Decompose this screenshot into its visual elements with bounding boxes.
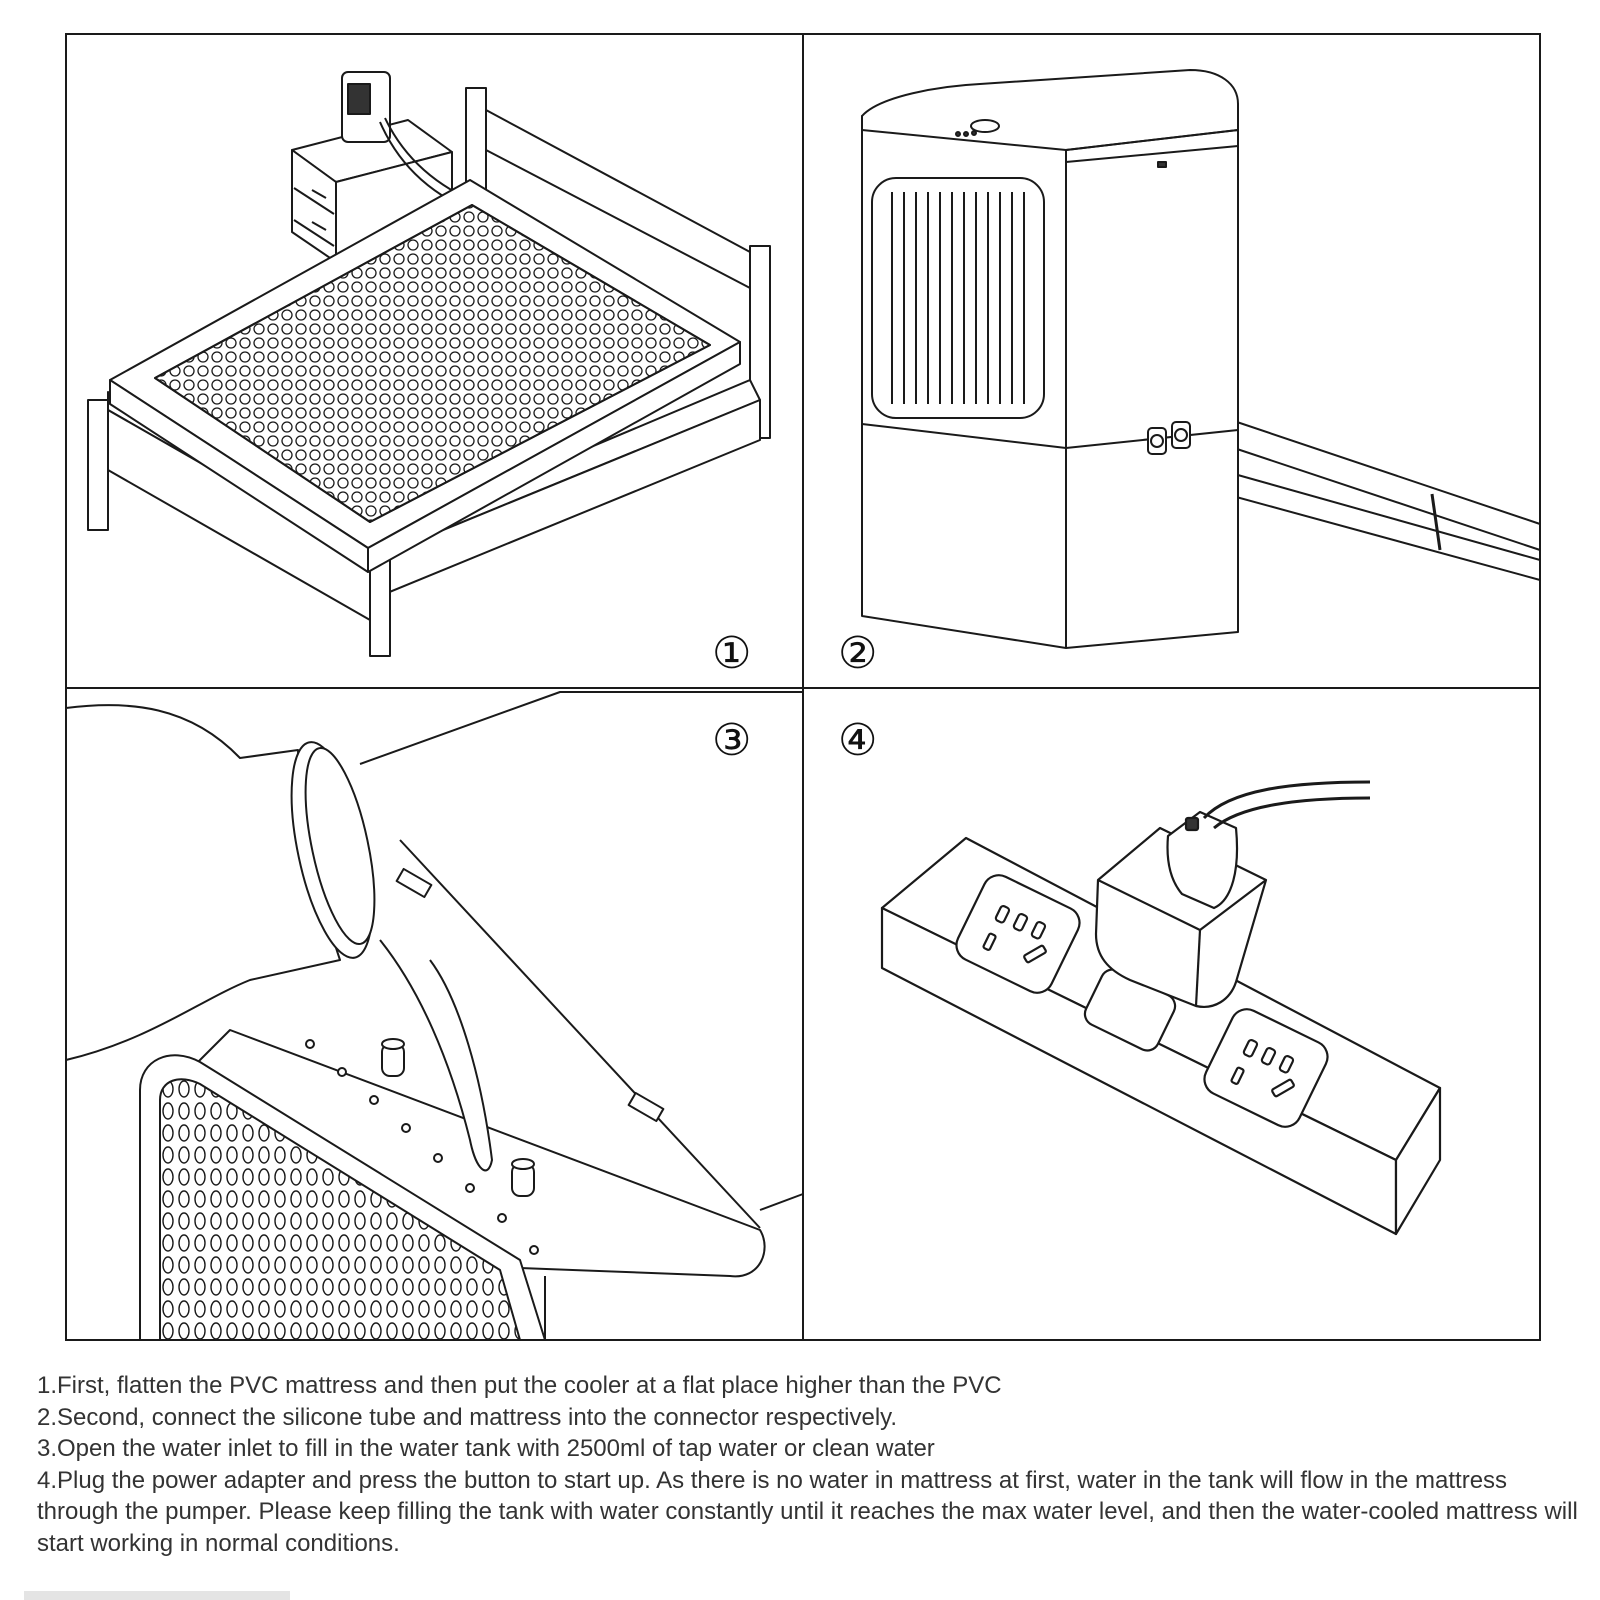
bottom-scroll-bar <box>24 1591 290 1600</box>
step-number-4: ④ <box>838 715 877 766</box>
cooler-unit-with-tube-connectors-icon <box>861 69 1541 649</box>
instruction-step-3: 3.Open the water inlet to fill in the wa… <box>37 1435 935 1462</box>
step-number-3: ③ <box>712 715 751 766</box>
illustration-grid: ① ② <box>65 33 1541 1341</box>
adapter-plugged-into-power-strip-icon <box>880 780 1442 1236</box>
bed-with-pvc-mattress-and-cooler-icon <box>87 71 771 657</box>
step-number-2: ② <box>838 628 877 679</box>
instruction-step-4: 4.Plug the power adapter and press the b… <box>37 1466 1578 1557</box>
instruction-step-2: 2.Second, connect the silicone tube and … <box>37 1403 898 1431</box>
instructions-list: 1.First, flatten the PVC mattress and th… <box>37 1370 1582 1559</box>
water-bottle-filling-tank-icon <box>65 691 804 1341</box>
step-number-1: ① <box>712 628 751 679</box>
instruction-step-1: 1.First, flatten the PVC mattress and th… <box>37 1372 1002 1399</box>
